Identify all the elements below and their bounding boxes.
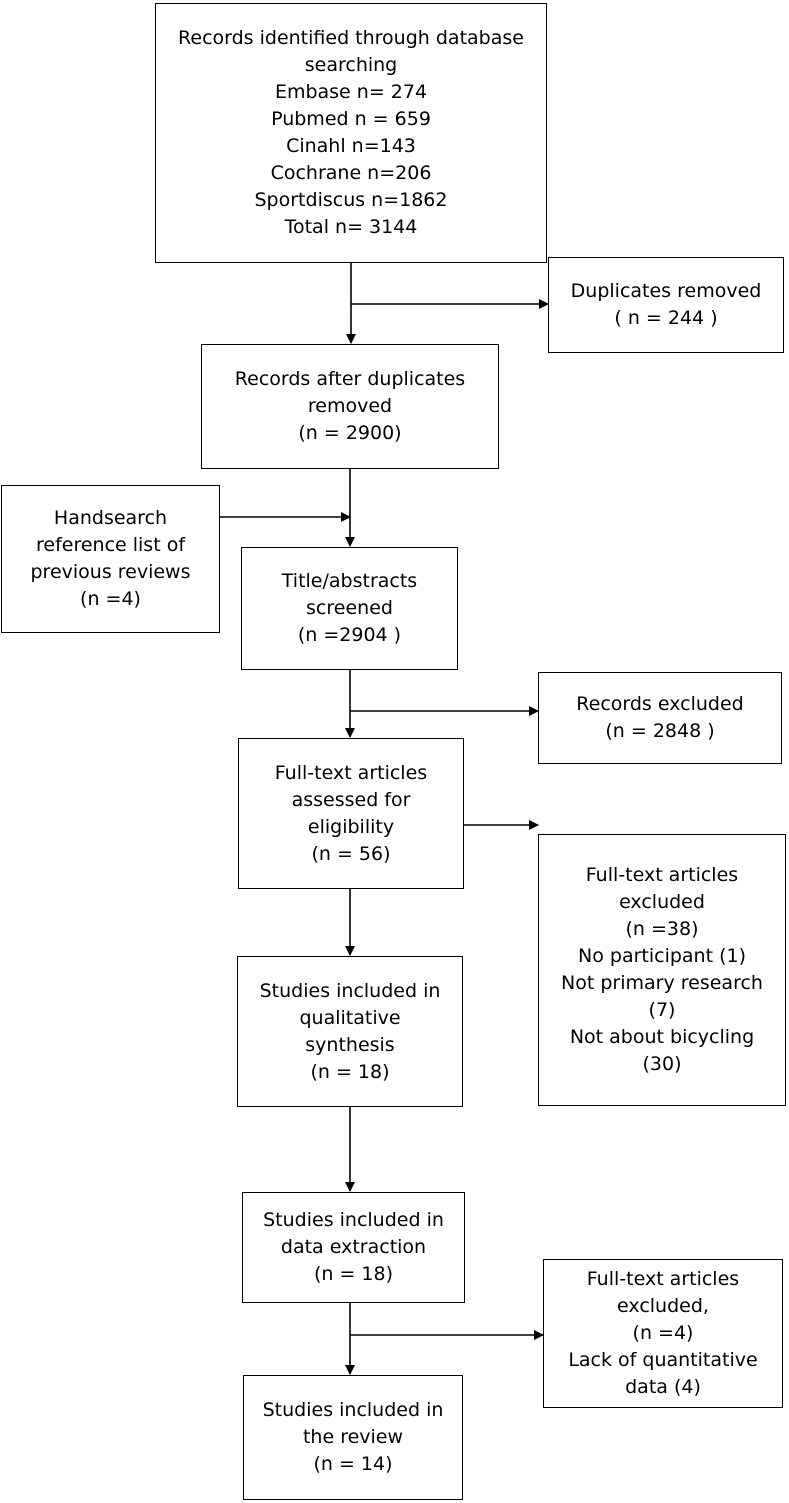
- box-line: (n = 18): [310, 1060, 390, 1083]
- box-line: the review: [302, 1426, 404, 1448]
- box-line: (n =4): [80, 588, 141, 610]
- box-line: Pubmed n = 659: [271, 108, 431, 130]
- box-line: screened: [306, 597, 393, 619]
- box-line: (n = 14): [313, 1453, 393, 1475]
- box-line: (n = 18): [313, 1263, 394, 1285]
- box-line: searching: [304, 54, 398, 76]
- box-line: previous reviews: [30, 561, 191, 583]
- box-line: (n =38): [625, 918, 699, 940]
- box-line: (30): [642, 1053, 682, 1075]
- box-line: Lack of quantitative: [568, 1349, 758, 1371]
- studies-data-extraction-box: Studies included in data extraction (n =…: [242, 1192, 465, 1303]
- box-line: reference list of: [35, 534, 186, 556]
- studies-included-review-box: Studies included in the review (n = 14): [243, 1375, 463, 1500]
- records-after-duplicates-box: Records after duplicates removed (n = 29…: [201, 344, 499, 469]
- box-line: Records after duplicates: [234, 368, 466, 390]
- box-line: Embase n= 274: [274, 81, 428, 103]
- box-line: (n =2904 ): [297, 624, 402, 646]
- box-line: qualitative: [299, 1006, 401, 1029]
- box-line: Studies included in: [259, 979, 441, 1002]
- box-line: synthesis: [305, 1033, 395, 1056]
- box-line: (7): [648, 999, 676, 1021]
- box-line: Full-text articles: [585, 864, 739, 886]
- box-line: Total n= 3144: [284, 216, 418, 238]
- records-identified-box: Records identified through database sear…: [155, 3, 547, 263]
- box-line: ( n = 244 ): [614, 307, 718, 329]
- title-abstracts-screened-box: Title/abstracts screened (n =2904 ): [241, 547, 458, 670]
- fulltext-assessed-box: Full-text articles assessed for eligibil…: [238, 738, 464, 889]
- box-line: Handsearch: [53, 507, 168, 529]
- handsearch-box: Handsearch reference list of previous re…: [1, 485, 220, 633]
- box-line: Cinahl n=143: [286, 135, 416, 157]
- box-line: excluded: [619, 891, 705, 913]
- box-line: Sportdiscus n=1862: [254, 189, 448, 211]
- box-line: removed: [307, 395, 393, 417]
- box-line: (n = 2900): [298, 422, 402, 444]
- box-line: excluded,: [617, 1295, 709, 1317]
- records-excluded-box: Records excluded (n = 2848 ): [538, 672, 782, 764]
- box-line: Duplicates removed: [570, 280, 762, 302]
- box-line: Studies included in: [262, 1399, 444, 1421]
- box-line: Studies included in: [263, 1209, 444, 1231]
- box-line: Full-text articles: [586, 1268, 740, 1290]
- box-line: data (4): [625, 1376, 701, 1398]
- box-line: Records identified through database: [178, 27, 524, 49]
- box-line: assessed for: [291, 788, 411, 811]
- box-line: eligibility: [307, 815, 395, 838]
- box-line: data extraction: [280, 1236, 427, 1258]
- box-line: (n = 2848 ): [605, 720, 715, 742]
- studies-qualitative-box: Studies included in qualitative synthesi…: [237, 956, 463, 1107]
- duplicates-removed-box: Duplicates removed ( n = 244 ): [548, 257, 784, 353]
- box-line: No participant (1): [578, 945, 746, 967]
- box-line: Not about bicycling: [569, 1026, 755, 1048]
- box-line: Full-text articles: [274, 761, 428, 784]
- box-line: (n = 56): [311, 842, 391, 865]
- excluded-quantitative-box: Full-text articles excluded, (n =4) Lack…: [543, 1259, 783, 1408]
- box-line: (n =4): [632, 1322, 694, 1344]
- box-line: Not primary research: [561, 972, 763, 994]
- box-line: Cochrane n=206: [270, 162, 432, 184]
- box-line: Title/abstracts: [281, 570, 418, 592]
- fulltext-excluded-box: Full-text articles excluded (n =38) No p…: [538, 834, 786, 1106]
- box-line: Records excluded: [576, 693, 744, 715]
